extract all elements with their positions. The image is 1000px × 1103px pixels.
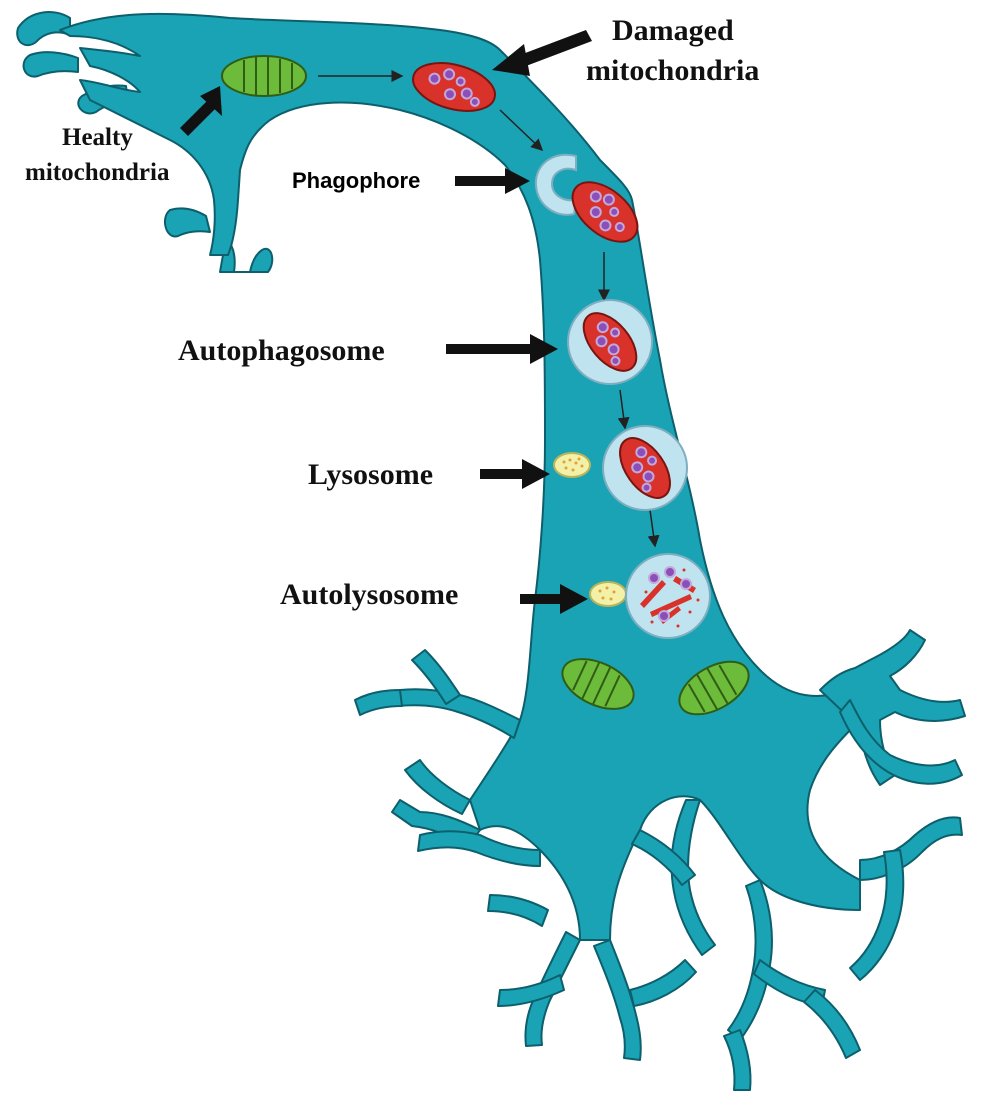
damaged-mitochondria-top bbox=[412, 62, 496, 112]
pointer-arrow-autolysosome bbox=[520, 584, 588, 614]
label-phagophore: Phagophore bbox=[292, 168, 420, 193]
healthy-mitochondria-bottom-left bbox=[561, 658, 635, 710]
label-healthy-line1: Healty bbox=[62, 124, 133, 151]
flow-arrows bbox=[318, 70, 660, 548]
label-damaged-line1: Damaged bbox=[612, 14, 734, 47]
label-autophagosome: Autophagosome bbox=[178, 334, 385, 367]
label-healthy-line2: mitochondria bbox=[25, 159, 170, 186]
label-lysosome: Lysosome bbox=[308, 458, 433, 491]
labels: Damaged mitochondria Healty mitochondria… bbox=[25, 14, 759, 611]
label-damaged-line2: mitochondria bbox=[586, 54, 759, 87]
pointer-arrow-healthy bbox=[180, 86, 222, 136]
label-autolysosome: Autolysosome bbox=[280, 578, 458, 611]
healthy-mitochondria-top bbox=[221, 55, 307, 97]
pointer-arrow-phagophore bbox=[455, 168, 530, 194]
autolysosome bbox=[589, 553, 711, 639]
pointer-arrow-damaged bbox=[492, 30, 592, 76]
pointer-arrow-lysosome bbox=[480, 459, 550, 489]
damaged-mitochondria-phagophore bbox=[571, 181, 639, 243]
healthy-mitochondria-bottom-right bbox=[678, 660, 750, 716]
autophagosome bbox=[567, 299, 653, 385]
lysosome bbox=[553, 452, 591, 478]
autophagosome-approaching-lysosome bbox=[602, 425, 688, 511]
pointer-arrows bbox=[180, 30, 592, 614]
pointer-arrow-autophagosome bbox=[446, 334, 558, 364]
neuron-cell bbox=[16, 11, 966, 1091]
